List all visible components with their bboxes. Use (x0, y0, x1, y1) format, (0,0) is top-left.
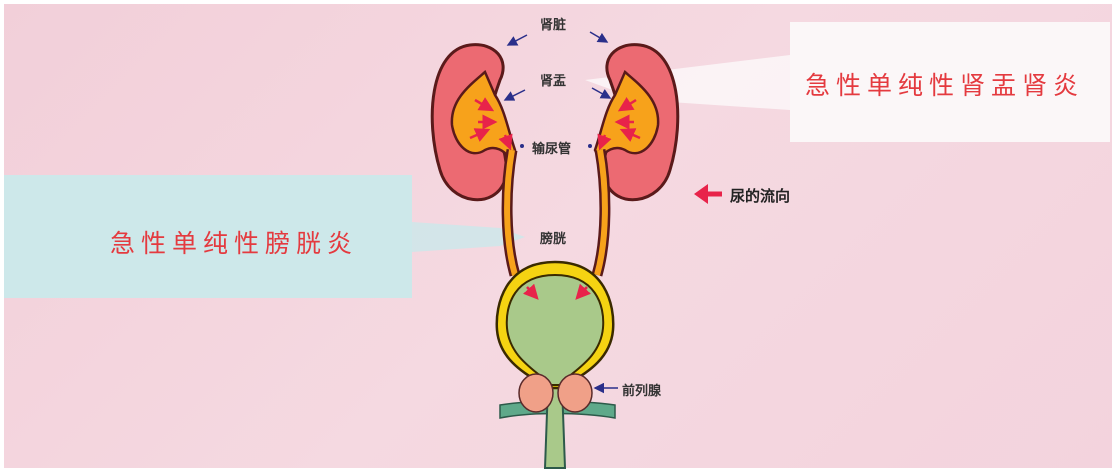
cystitis-callout-box (4, 175, 412, 298)
urine-flow-legend-arrow (694, 184, 722, 204)
prostate-right (557, 373, 593, 413)
cystitis-pointer (412, 222, 525, 252)
label-pointer-arrows (503, 31, 618, 394)
label-ureter: 输尿管 (532, 142, 572, 157)
pyelonephritis-callout-box (790, 22, 1110, 142)
label-renal-pelvis: 肾盂 (540, 74, 567, 89)
urine-flow-arrows (469, 97, 641, 300)
cystitis-title: 急性单纯性膀胱炎 (110, 229, 359, 258)
label-bladder: 膀胱 (540, 232, 567, 247)
label-kidney: 肾脏 (540, 18, 567, 33)
label-prostate: 前列腺 (622, 384, 662, 399)
pyelonephritis-title: 急性单纯性肾盂肾炎 (805, 71, 1085, 100)
bladder-inner (505, 273, 605, 386)
label-urine-flow: 尿的流向 (730, 187, 791, 205)
prostate-left (518, 373, 554, 413)
